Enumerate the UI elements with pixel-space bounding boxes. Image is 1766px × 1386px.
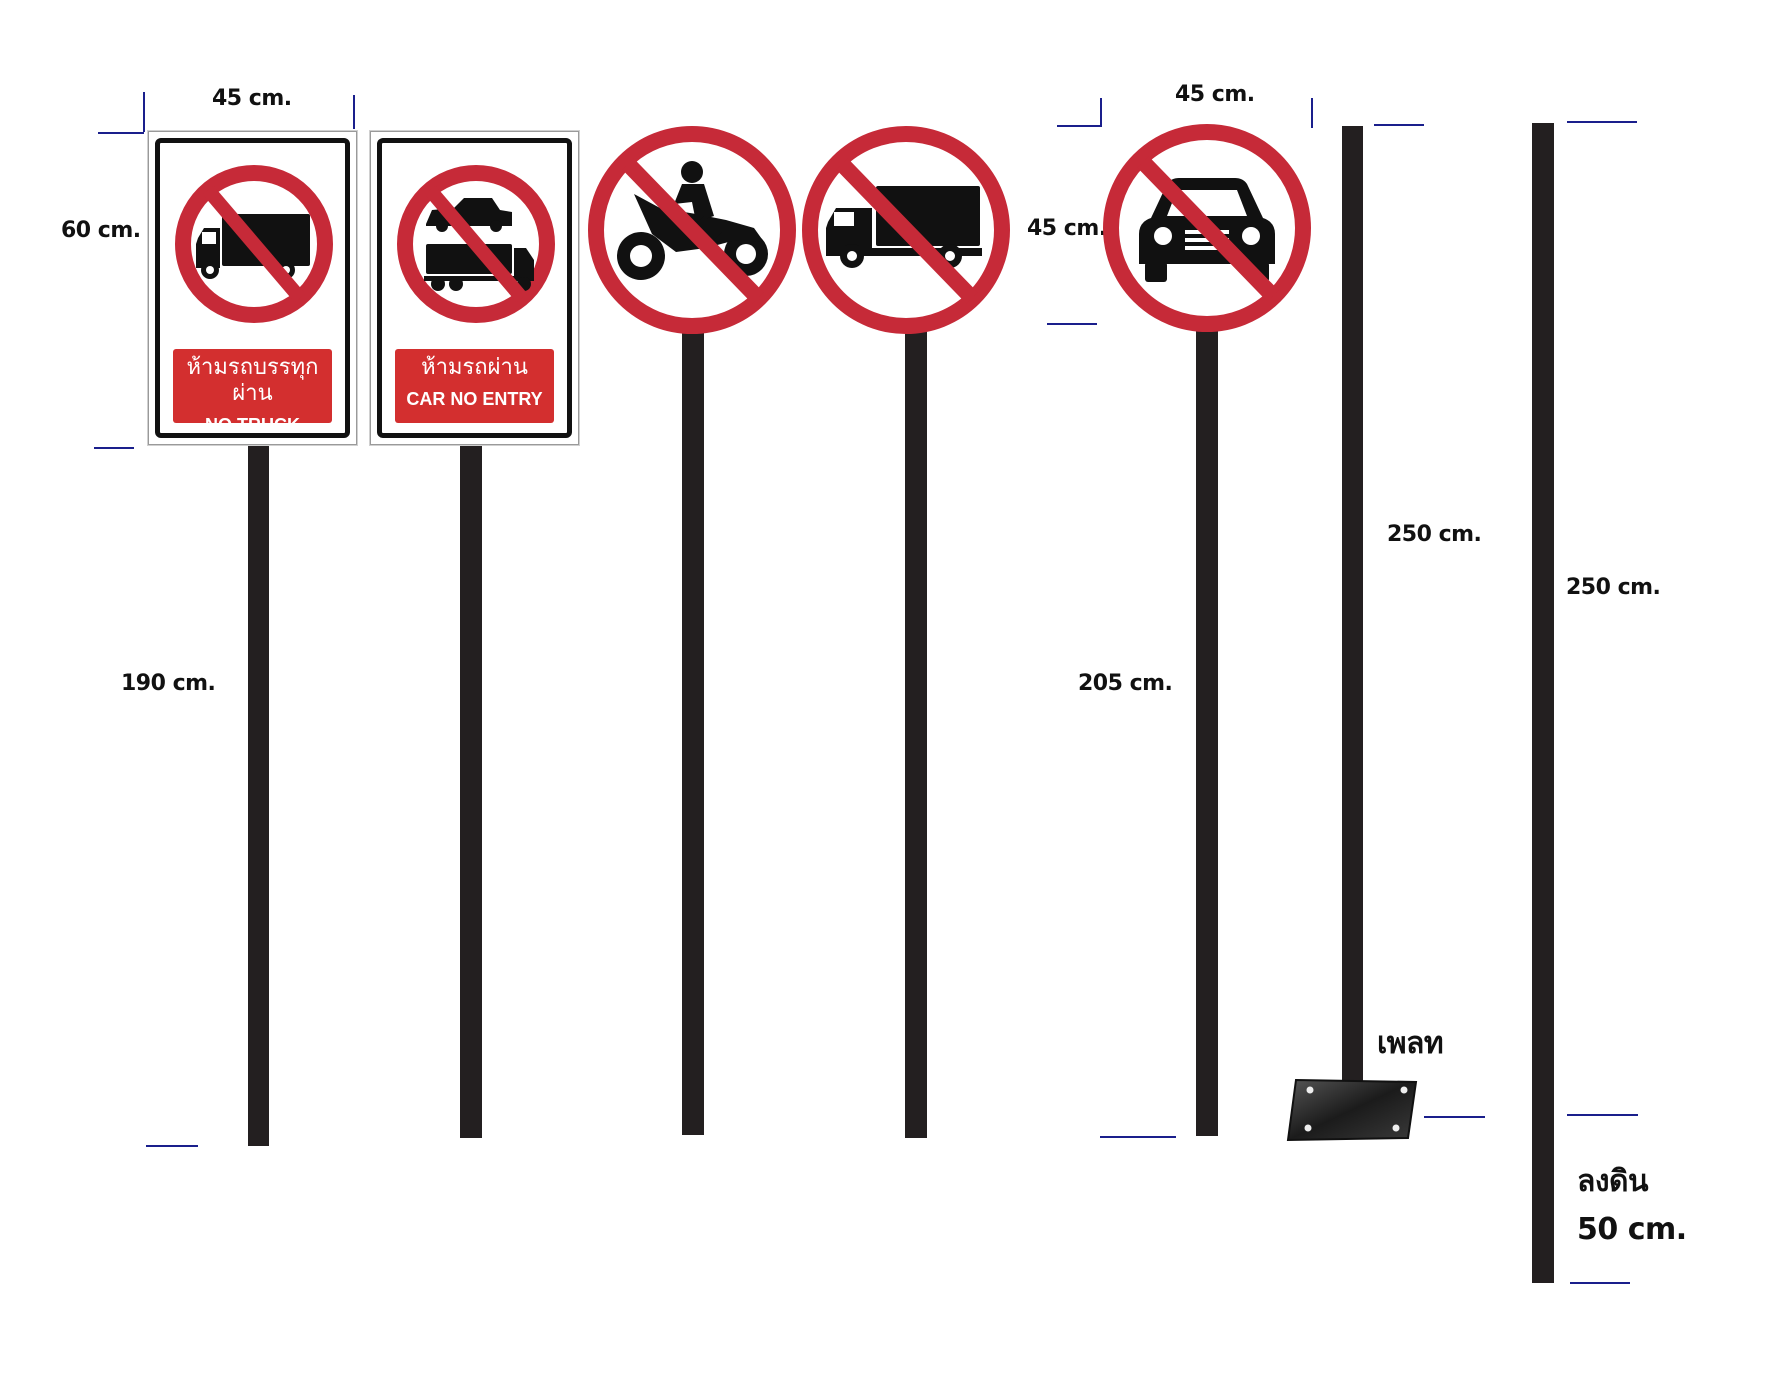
sign-english-text: CAR NO ENTRY (406, 389, 543, 409)
plate-pole-label: 250 cm. (1387, 522, 1482, 547)
round-width-label: 45 cm. (1175, 82, 1255, 107)
pole-in-ground (1532, 123, 1554, 1283)
ground-depth-label: 50 cm. (1577, 1212, 1687, 1247)
ground-label: ลงดิน (1577, 1164, 1649, 1199)
pole-with-plate (1342, 126, 1363, 1114)
rect-sign-no-truck: ห้ามรถบรรทุกผ่าน NO TRUCK (148, 131, 357, 445)
pole-car-no-entry (460, 444, 482, 1138)
pole-no-car (1196, 328, 1218, 1136)
round-pole-label: 205 cm. (1078, 671, 1173, 696)
sign-border: ห้ามรถผ่าน CAR NO ENTRY (377, 138, 572, 438)
rect-height-label: 60 cm. (61, 218, 141, 243)
dimension-tick (1374, 124, 1424, 126)
dimension-tick (1311, 98, 1313, 128)
rect-width-label: 45 cm. (212, 86, 292, 111)
pole-no-motorcycle (682, 330, 704, 1135)
ground-pole-label: 250 cm. (1566, 575, 1661, 600)
dimension-tick (146, 1145, 198, 1147)
no-lorry-icon (802, 126, 1010, 334)
no-car-icon (1103, 124, 1311, 332)
dimension-tick (1424, 1116, 1485, 1118)
plate-label: เพลท (1377, 1026, 1444, 1061)
dimension-tick (1100, 1136, 1176, 1138)
rect-sign-car-no-entry: ห้ามรถผ่าน CAR NO ENTRY (370, 131, 579, 445)
sign-text-panel: ห้ามรถบรรทุกผ่าน NO TRUCK (173, 349, 332, 435)
dimension-tick (1100, 98, 1102, 126)
dimension-tick (1567, 1114, 1638, 1116)
dimension-tick (98, 132, 144, 134)
dimension-tick (353, 95, 355, 129)
rect-pole-label: 190 cm. (121, 671, 216, 696)
sign-thai-text: ห้ามรถบรรทุกผ่าน (186, 355, 319, 406)
dimension-tick (94, 447, 134, 449)
sign-thai-text: ห้ามรถผ่าน (421, 355, 528, 380)
dimension-tick (143, 92, 145, 132)
no-vehicle-transporter-icon (397, 165, 555, 323)
sign-border: ห้ามรถบรรทุกผ่าน NO TRUCK (155, 138, 350, 438)
pole-no-truck (248, 444, 269, 1146)
no-truck-icon (175, 165, 333, 323)
dimension-tick (1567, 121, 1637, 123)
dimension-tick (1057, 125, 1102, 127)
dimension-tick (1047, 323, 1097, 325)
base-plate-icon (1286, 1078, 1418, 1142)
dimension-tick (1570, 1282, 1630, 1284)
sign-english-text: NO TRUCK (205, 415, 300, 435)
sign-text-panel: ห้ามรถผ่าน CAR NO ENTRY (395, 349, 554, 423)
pole-no-lorry (905, 330, 927, 1138)
no-motorcycle-icon (588, 126, 796, 334)
round-height-label: 45 cm. (1027, 216, 1107, 241)
